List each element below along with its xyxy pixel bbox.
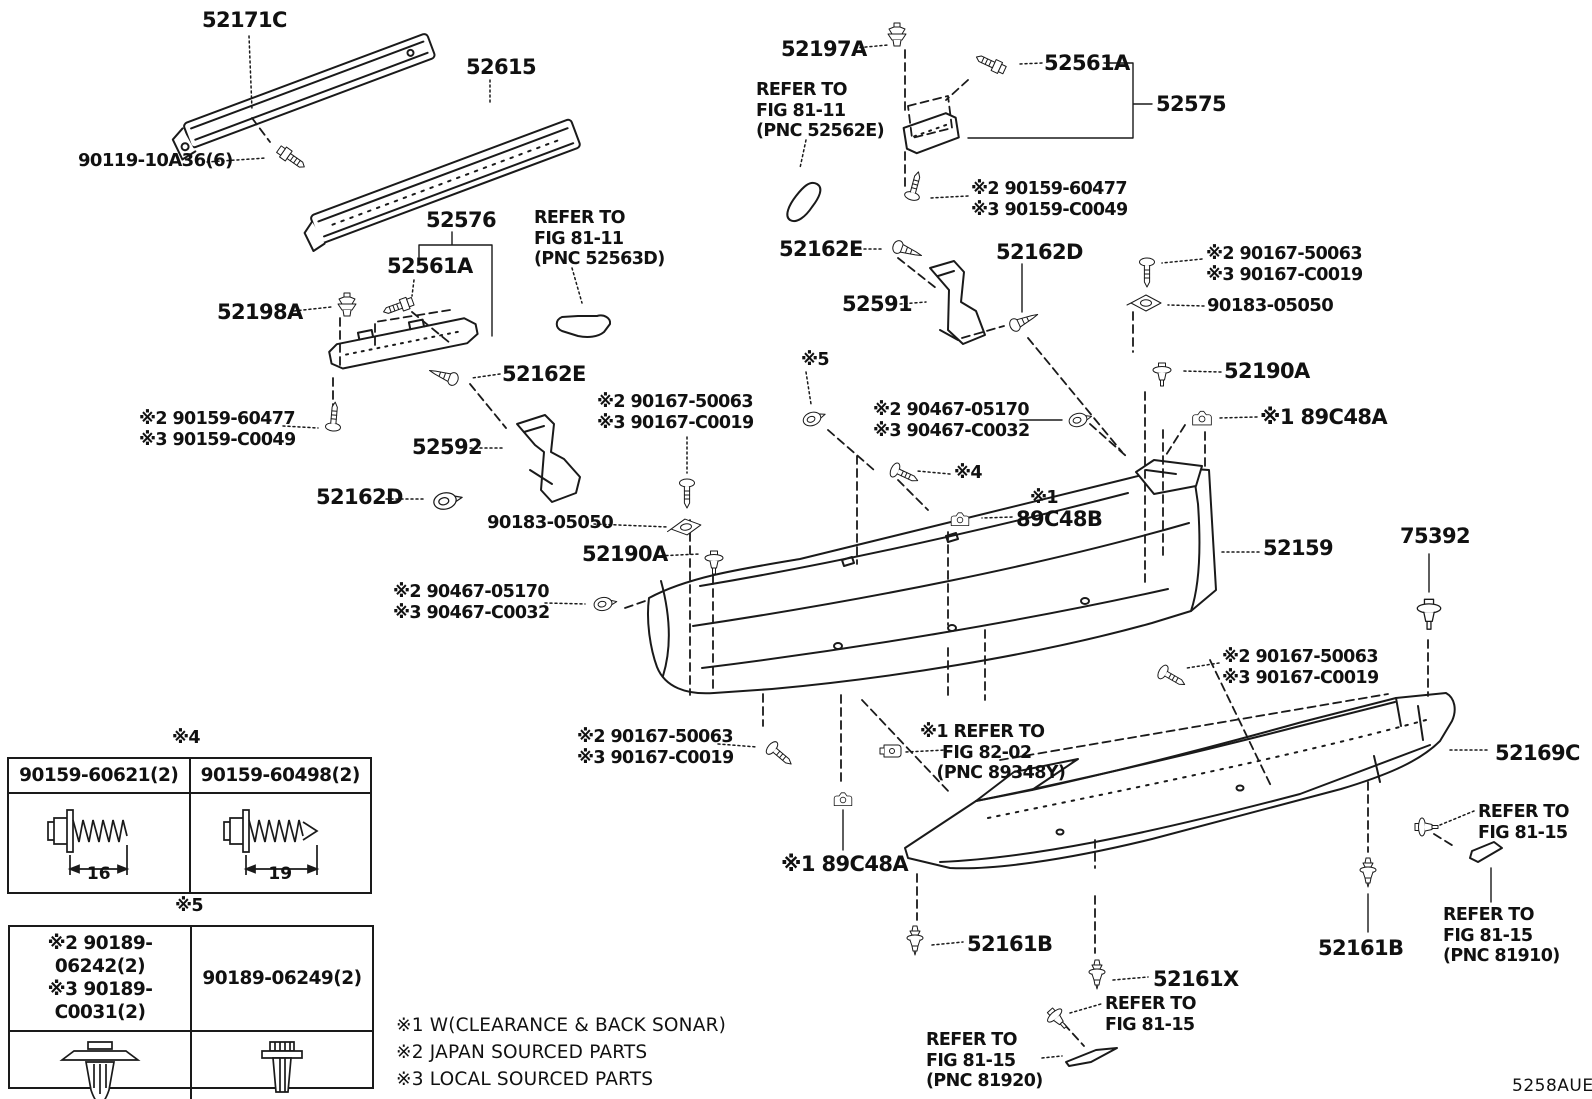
part-label-90119-10A36[interactable]: 90119-10A36(6) (78, 150, 233, 171)
part-label-refer-81920[interactable]: REFER TO FIG 81-15 (PNC 81920) (926, 1030, 1043, 1092)
part-label-52197A[interactable]: 52197A (781, 37, 867, 61)
t5-col1-header: ※2 90189-06242(2) ※3 90189-C0031(2) (47, 933, 153, 1024)
side-support-52563D (555, 314, 612, 338)
part-label-52161B-l[interactable]: 52161B (967, 932, 1053, 956)
legend-item-3: ※3 LOCAL SOURCED PARTS (396, 1069, 654, 1090)
fastener-table-x4: 90159-60621(2) 90159-60498(2) 16 (7, 757, 372, 894)
reflector-81910 (1469, 841, 1503, 863)
t4-col1-dimension: 16 (86, 864, 111, 884)
t4-col2-figure: 19 (188, 794, 371, 892)
part-label-90167-r2[interactable]: ※2 90167-50063 ※3 90167-C0019 (1222, 647, 1379, 688)
part-label-52576[interactable]: 52576 (426, 208, 497, 232)
part-label-52169C[interactable]: 52169C (1495, 741, 1580, 765)
part-label-89C48A-b[interactable]: ※1 89C48A (781, 852, 909, 876)
part-label-52162E-left[interactable]: 52162E (502, 362, 586, 386)
side-bracket-52591 (929, 260, 986, 345)
lower-bumper-cover-52169C (904, 692, 1456, 870)
part-label-89C48A-r[interactable]: ※1 89C48A (1260, 405, 1388, 429)
t5-col2-figure (190, 1031, 372, 1099)
part-label-90183-r[interactable]: 90183-05050 (1207, 295, 1334, 316)
part-label-90183-l[interactable]: 90183-05050 (487, 512, 614, 533)
t4-col1-header: 90159-60621(2) (19, 765, 179, 786)
bumper-corner-bracket (1135, 459, 1203, 495)
part-label-refer-52563D[interactable]: REFER TO FIG 81-11 (PNC 52563D) (534, 208, 665, 270)
part-label-refer-8202[interactable]: ※1 REFER TO FIG 82-02 (PNC 89348Y) (920, 722, 1066, 784)
bumper-cover-52159 (646, 467, 1217, 695)
part-label-52592[interactable]: 52592 (412, 435, 483, 459)
part-label-x4-cap: ※4 (172, 728, 201, 748)
t5-col1-figure (10, 1032, 190, 1099)
bumper-reinforcement-lower-52615 (303, 118, 581, 252)
side-support-52562E (786, 181, 822, 222)
part-label-52162D-left[interactable]: 52162D (316, 485, 404, 509)
t4-col1-figure: 16 (9, 794, 189, 892)
legend-item-2: ※2 JAPAN SOURCED PARTS (396, 1042, 648, 1063)
part-label-x1-b[interactable]: ※1 (1030, 488, 1059, 508)
label-leader-lines (206, 35, 1491, 1059)
part-label-90467-ctr[interactable]: ※2 90467-05170 ※3 90467-C0032 (873, 400, 1030, 441)
assembly-dashed-lines (251, 49, 1456, 1047)
bracket-leader-lines (418, 62, 1492, 933)
reflector-81920 (1065, 1047, 1118, 1067)
part-label-89C48B[interactable]: 89C48B (1016, 507, 1103, 531)
part-label-refer-8115-m[interactable]: REFER TO FIG 81-15 (1105, 994, 1197, 1035)
part-label-refer-52562E[interactable]: REFER TO FIG 81-11 (PNC 52562E) (756, 80, 885, 142)
part-label-52591[interactable]: 52591 (842, 292, 913, 316)
fastener-table-x5: ※2 90189-06242(2) ※3 90189-C0031(2) 9018… (8, 925, 374, 1099)
part-label-x5-ctr[interactable]: ※5 (801, 350, 830, 370)
t4-col2-header: 90159-60498(2) (188, 759, 371, 793)
bumper-arm-bracket-52576 (328, 317, 479, 370)
part-label-90467-left[interactable]: ※2 90467-05170 ※3 90467-C0032 (393, 582, 550, 623)
figure-code: 5258AUE (1512, 1076, 1592, 1096)
part-label-52190A-r[interactable]: 52190A (1224, 359, 1310, 383)
part-label-52575[interactable]: 52575 (1156, 92, 1227, 116)
t5-col2-header: 90189-06249(2) (190, 927, 372, 1030)
part-label-52190A-l[interactable]: 52190A (582, 542, 668, 566)
part-label-52161B-r[interactable]: 52161B (1318, 936, 1404, 960)
part-label-52561A-top[interactable]: 52561A (1044, 51, 1130, 75)
part-label-90167-r1[interactable]: ※2 90167-50063 ※3 90167-C0019 (1206, 244, 1363, 285)
part-label-x5-cap: ※5 (175, 896, 204, 916)
part-label-90167-btm[interactable]: ※2 90167-50063 ※3 90167-C0019 (577, 727, 734, 768)
part-label-52198A[interactable]: 52198A (217, 300, 303, 324)
part-label-refer-81910[interactable]: REFER TO FIG 81-15 (PNC 81910) (1443, 905, 1560, 967)
part-label-x4-ctr[interactable]: ※4 (954, 463, 983, 483)
part-label-52159[interactable]: 52159 (1263, 536, 1334, 560)
bumper-reinforcement-upper-52171C (171, 33, 436, 161)
legend: ※1 W(CLEARANCE & BACK SONAR) ※2 JAPAN SO… (396, 1012, 726, 1093)
t4-col2-dimension: 19 (268, 864, 293, 884)
side-bracket-52592 (516, 414, 581, 503)
part-label-52162E-ctr[interactable]: 52162E (779, 237, 863, 261)
part-label-52561A-left[interactable]: 52561A (387, 254, 473, 278)
part-label-90159-left[interactable]: ※2 90159-60477 ※3 90159-C0049 (139, 409, 296, 450)
part-label-90159-top[interactable]: ※2 90159-60477 ※3 90159-C0049 (971, 179, 1128, 220)
part-label-refer-8115-r[interactable]: REFER TO FIG 81-15 (1478, 802, 1570, 843)
part-label-52161X[interactable]: 52161X (1153, 967, 1239, 991)
part-label-52171C[interactable]: 52171C (202, 8, 287, 32)
part-label-52615[interactable]: 52615 (466, 55, 537, 79)
part-label-52162D-ctr[interactable]: 52162D (996, 240, 1084, 264)
part-label-90167-ctr[interactable]: ※2 90167-50063 ※3 90167-C0019 (597, 392, 754, 433)
part-label-75392[interactable]: 75392 (1400, 524, 1471, 548)
legend-item-1: ※1 W(CLEARANCE & BACK SONAR) (396, 1015, 727, 1036)
